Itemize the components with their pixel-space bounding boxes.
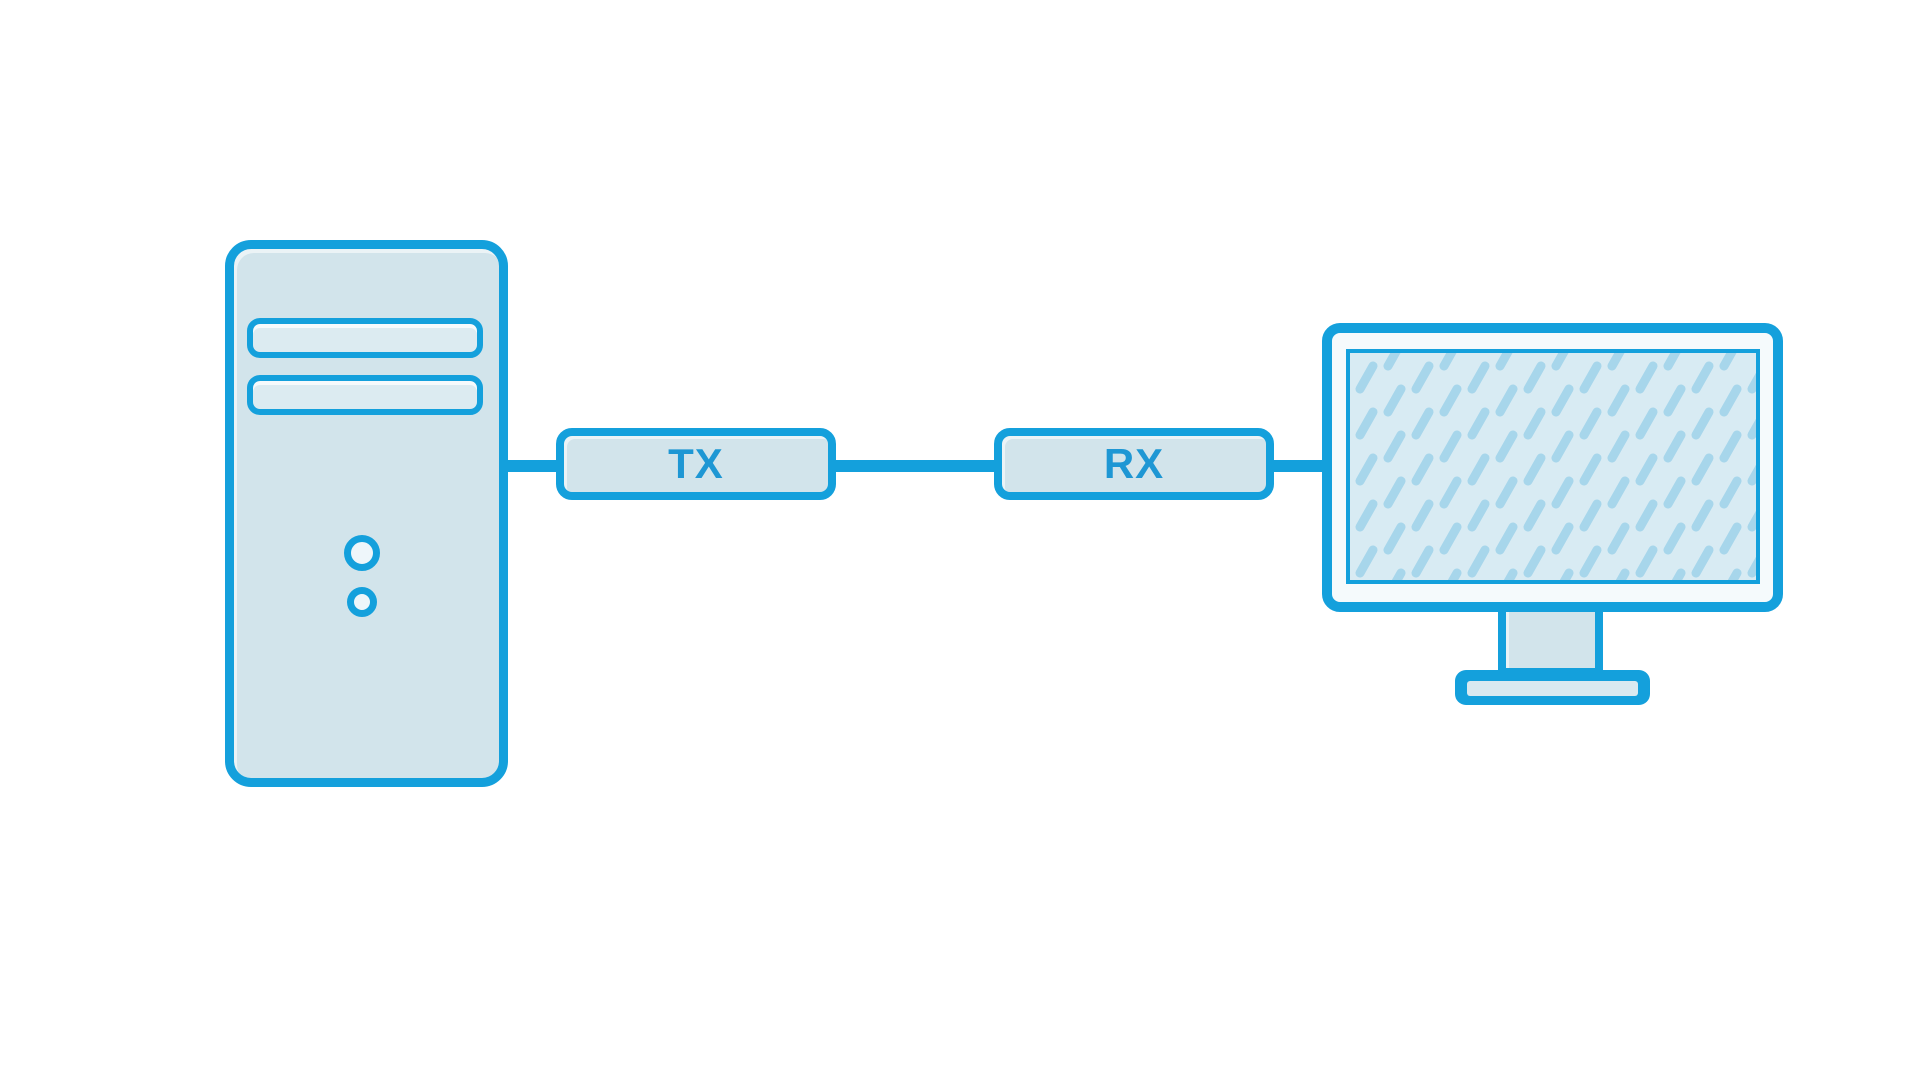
screen-hatch-pattern: [1350, 353, 1756, 580]
power-button-icon: [344, 535, 380, 571]
rx-node: RX: [994, 428, 1274, 500]
tx-node: TX: [556, 428, 836, 500]
monitor-stand-base-slot: [1467, 681, 1638, 696]
tx-label: TX: [668, 440, 724, 487]
monitor-stand-base: [1455, 670, 1650, 705]
rx-label: RX: [1103, 440, 1165, 487]
reset-button-icon: [347, 587, 377, 617]
monitor-icon: [1322, 323, 1783, 612]
monitor-screen: [1346, 349, 1760, 584]
computer-tower-icon: [225, 240, 508, 787]
drive-bay-slot-icon: [247, 318, 483, 358]
drive-bay-slot-icon: [247, 375, 483, 415]
